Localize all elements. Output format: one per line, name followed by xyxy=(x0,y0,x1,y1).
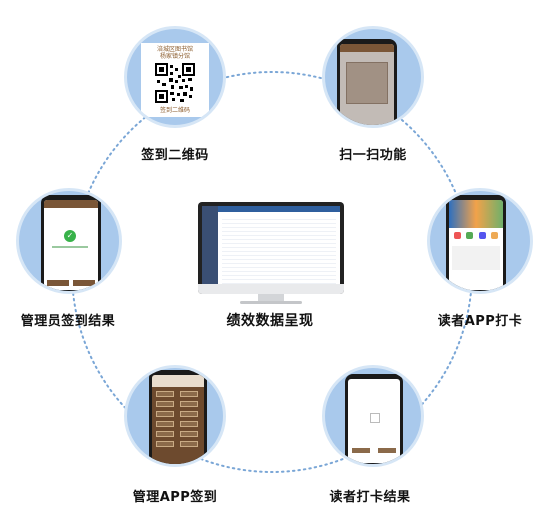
admin-app-grid-btn xyxy=(156,421,174,427)
node-sign-qr: 涪城区图书馆 杨家镇分馆 签到二维码 xyxy=(124,26,226,128)
monitor-table xyxy=(222,216,336,286)
qr-card-footer: 签到二维码 xyxy=(159,107,190,114)
label-admin-app: 管理APP签到 xyxy=(132,490,218,505)
monitor-header xyxy=(218,206,340,212)
phone-reader-app xyxy=(446,195,506,291)
admin-app-grid-btn xyxy=(180,401,198,407)
qr-card-line1: 涪城区图书馆 xyxy=(156,46,193,53)
scan-viewfinder xyxy=(346,62,388,104)
admin-result-text-line xyxy=(52,246,88,248)
scan-top-bar xyxy=(340,44,394,52)
admin-app-screen xyxy=(152,375,204,464)
admin-result-screen: ✓ xyxy=(44,200,98,290)
reader-app-list xyxy=(452,246,500,270)
monitor-stand xyxy=(258,294,284,302)
reader-result-btn-left xyxy=(352,448,370,453)
admin-app-grid-btn xyxy=(156,411,174,417)
scan-screen xyxy=(340,44,394,125)
node-reader-app xyxy=(427,188,533,294)
admin-app-header xyxy=(152,375,204,387)
phone-reader-result xyxy=(345,374,403,464)
qr-code-icon xyxy=(155,63,195,103)
reader-result-checkmark-icon xyxy=(370,413,380,423)
scan-overlay xyxy=(340,52,394,125)
admin-app-grid-btn xyxy=(180,411,198,417)
admin-app-grid-btn xyxy=(156,391,174,397)
qr-card-line2: 杨家镇分馆 xyxy=(159,53,190,60)
label-reader-app: 读者APP打卡 xyxy=(437,314,523,329)
phone-admin-result: ✓ xyxy=(41,195,101,291)
node-admin-result: ✓ xyxy=(16,188,122,294)
node-admin-app xyxy=(124,365,226,467)
label-sign-qr: 签到二维码 xyxy=(141,148,209,163)
phone-scan xyxy=(337,39,397,125)
qr-card: 涪城区图书馆 杨家镇分馆 签到二维码 xyxy=(141,43,209,117)
label-admin-result: 管理员签到结果 xyxy=(20,314,116,329)
monitor-sidebar xyxy=(202,206,218,290)
monitor-chin xyxy=(198,284,344,294)
admin-app-grid-btn xyxy=(180,431,198,437)
monitor-screen xyxy=(202,206,340,290)
reader-result-screen xyxy=(348,379,400,463)
phone-admin-app xyxy=(149,370,207,464)
admin-app-grid-btn xyxy=(180,421,198,427)
monitor-base xyxy=(240,301,302,304)
reader-result-btn-right xyxy=(378,448,396,453)
admin-app-grid-btn xyxy=(156,431,174,437)
node-scan xyxy=(322,26,424,128)
admin-app-grid-btn xyxy=(180,441,198,447)
reader-app-screen xyxy=(449,200,503,290)
check-circle-icon: ✓ xyxy=(64,230,76,242)
label-scan: 扫一扫功能 xyxy=(339,148,407,163)
admin-app-grid-btn xyxy=(156,401,174,407)
admin-result-btn-left xyxy=(47,280,69,286)
admin-result-btn-right xyxy=(73,280,95,286)
center-monitor xyxy=(198,202,344,294)
label-reader-result: 读者打卡结果 xyxy=(329,490,411,505)
node-reader-result xyxy=(322,365,424,467)
admin-result-top-bar xyxy=(44,200,98,208)
admin-app-grid-btn xyxy=(156,441,174,447)
reader-app-icon-row xyxy=(449,228,503,243)
admin-app-grid-btn xyxy=(180,391,198,397)
reader-app-banner xyxy=(449,200,503,228)
label-center: 绩效数据呈现 xyxy=(226,313,314,329)
